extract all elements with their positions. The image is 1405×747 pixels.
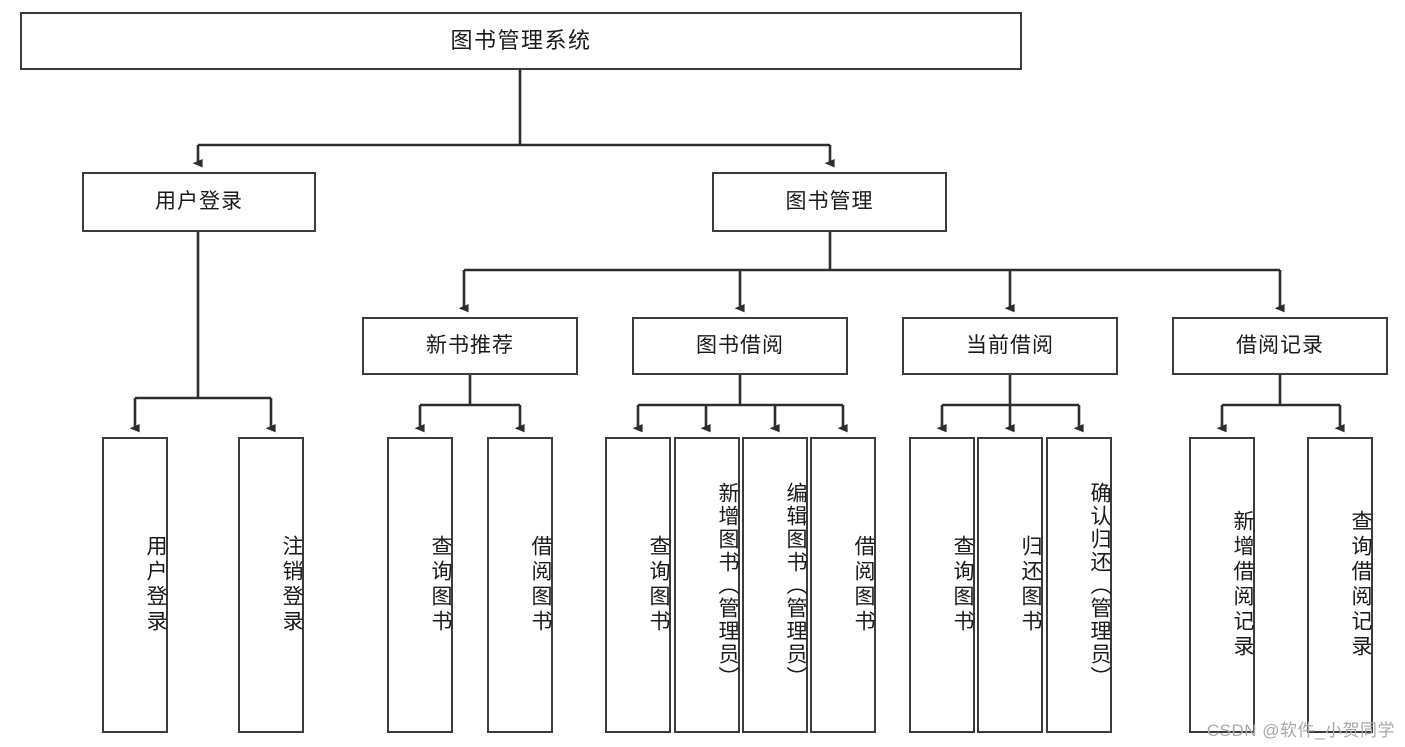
node-borrow-record[interactable]: 借阅记录 xyxy=(1172,317,1388,375)
leaf-edit-book-admin[interactable]: 编辑图书（管理员） xyxy=(742,437,808,733)
leaf-return-book[interactable]: 归还图书 xyxy=(977,437,1043,733)
leaf-query-borrow-record[interactable]: 查询借阅记录 xyxy=(1307,437,1373,733)
leaf-query-book-new-rec[interactable]: 查询图书 xyxy=(387,437,453,733)
node-new-book-recommendation[interactable]: 新书推荐 xyxy=(362,317,578,375)
leaf-query-book-current[interactable]: 查询图书 xyxy=(909,437,975,733)
leaf-confirm-return-admin[interactable]: 确认归还（管理员） xyxy=(1046,437,1112,733)
leaf-add-borrow-record[interactable]: 新增借阅记录 xyxy=(1189,437,1255,733)
leaf-borrow-book-new-rec[interactable]: 借阅图书 xyxy=(487,437,553,733)
leaf-query-book-borrow[interactable]: 查询图书 xyxy=(605,437,671,733)
leaf-user-login[interactable]: 用户登录 xyxy=(102,437,168,733)
leaf-borrow-book-borrow[interactable]: 借阅图书 xyxy=(810,437,876,733)
node-current-borrow[interactable]: 当前借阅 xyxy=(902,317,1118,375)
csdn-watermark: CSDN @软件_小贺同学 xyxy=(1206,721,1395,740)
leaf-logout-login[interactable]: 注销登录 xyxy=(238,437,304,733)
node-root-book-management-system[interactable]: 图书管理系统 xyxy=(20,12,1022,70)
leaf-add-book-admin[interactable]: 新增图书（管理员） xyxy=(674,437,740,733)
node-book-management[interactable]: 图书管理 xyxy=(712,172,947,232)
node-user-login[interactable]: 用户登录 xyxy=(82,172,316,232)
node-book-borrow[interactable]: 图书借阅 xyxy=(632,317,848,375)
